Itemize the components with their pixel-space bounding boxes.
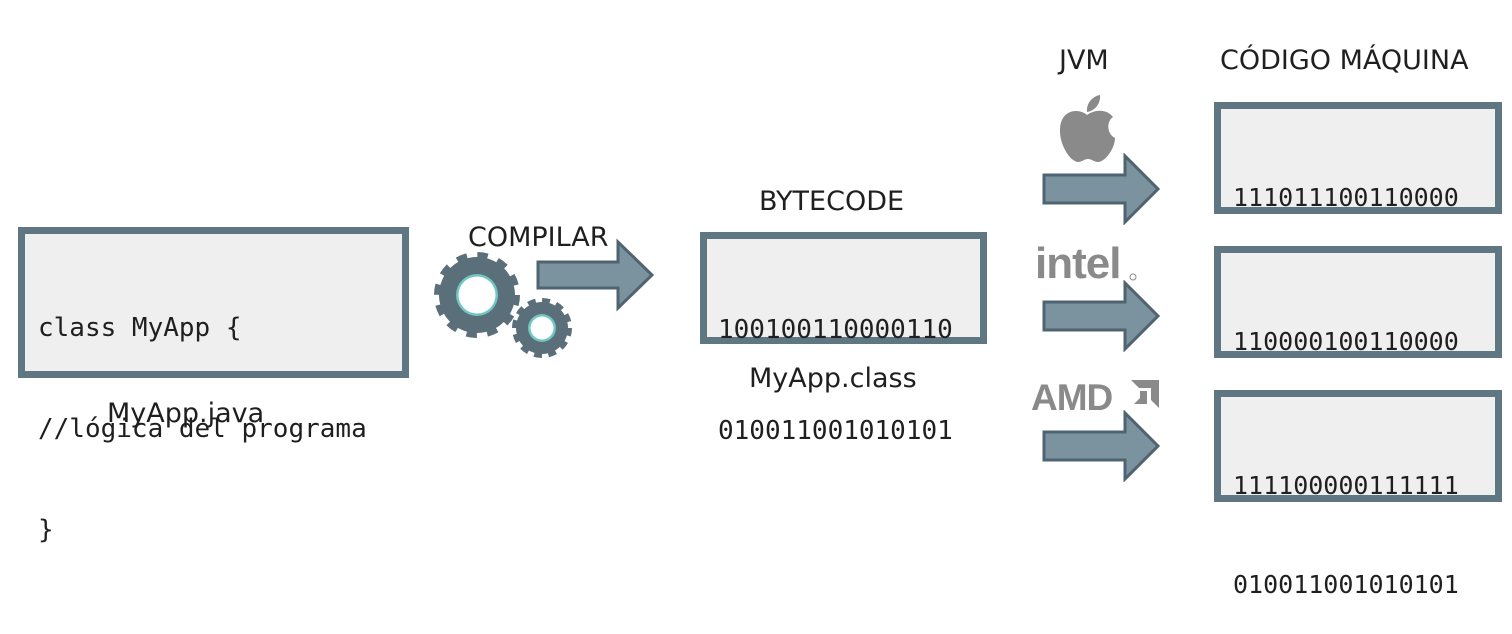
bytecode-line-2: 010011001010101 [718,416,953,446]
intel-logo: intel [1035,240,1137,286]
machine-code-box-intel: 110000100110000 110011100000101 [1214,246,1502,455]
machine-code-box-amd: 111100000111111 010011001010101 [1214,390,1502,599]
machine-code-box-apple: 111011100110000 110011001010101 [1214,102,1502,311]
machine-code-line: 010011001010101 [1233,570,1459,599]
compile-label: COMPILAR [468,222,609,253]
machine-code-heading: CÓDIGO MÁQUINA [1220,45,1469,76]
bytecode-heading: BYTECODE [759,186,905,217]
source-filename: MyApp.java [107,398,265,429]
jvm-arrow-apple-icon [1042,153,1161,225]
source-line-2: //lógica del programa [38,414,367,444]
source-line-1: class MyApp { [38,313,242,343]
bytecode-filename: MyApp.class [749,363,917,394]
machine-code-line: 111011100110000 [1233,183,1459,212]
compile-arrow-icon [536,238,655,312]
source-line-3: } [38,515,54,545]
machine-code-line: 111100000111111 [1233,471,1459,500]
jvm-heading: JVM [1059,45,1109,76]
source-code-box: class MyApp { //lógica del programa } [18,227,409,545]
gears-icon [434,252,572,358]
amd-logo: AMD [1031,377,1159,416]
machine-code-line: 110000100110000 [1233,327,1459,356]
jvm-arrow-intel-icon [1042,280,1161,352]
svg-text:AMD: AMD [1031,377,1113,416]
apple-logo-icon [1059,95,1115,163]
bytecode-line-1: 100100110000110 [718,315,953,345]
bytecode-box: 100100110000110 010011001010101 [700,232,987,446]
jvm-arrow-amd-icon [1042,410,1161,482]
svg-text:intel: intel [1035,240,1120,286]
